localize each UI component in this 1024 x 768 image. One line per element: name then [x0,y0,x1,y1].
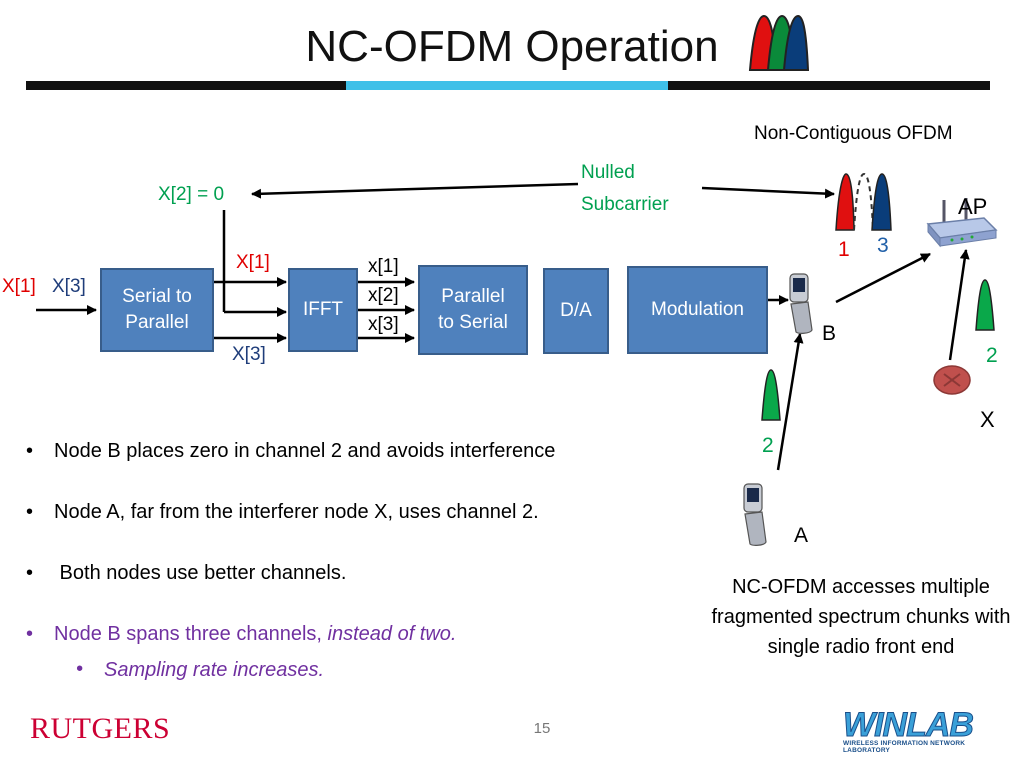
rutgers-logo: RUTGERS [30,712,171,745]
winlab-logo-word: WINLAB [843,706,975,744]
access-point-icon [926,198,998,248]
node-x-spectrum-icon [975,279,995,331]
title-divider-center [346,81,668,90]
node-a-channel-label: 2 [762,434,774,457]
sub-bullet-text: Sampling rate increases. [104,659,325,681]
bullet-text-italic: instead of two. [327,623,457,645]
node-a-label: A [794,524,809,547]
nulled-label-line1: Nulled [581,162,635,183]
ifft-out-1-label: x[1] [368,256,399,277]
spectrum-peaks-logo-icon [748,14,810,71]
node-b-spectrum-icon [835,172,892,231]
ap-label: AP [958,194,988,219]
caption-text: NC-OFDM accesses multiple fragmented spe… [711,576,1011,658]
bullet-item: •Node B spans three channels, instead of… [26,623,457,645]
winlab-logo: WINLAB WIRELESS INFORMATION NETWORK LABO… [843,706,1011,755]
da-block: D/A [543,268,609,354]
node-x-label: X [980,407,995,432]
input-x3-label: X[3] [52,276,86,297]
ifft-block: IFFT [288,268,358,352]
bullet-item: • Both nodes use better channels. [26,562,347,584]
bullet-item: •Node B places zero in channel 2 and avo… [26,440,556,462]
winlab-logo-subtitle: WIRELESS INFORMATION NETWORK LABORATORY [843,740,966,754]
sp-out-x1-label: X[1] [236,252,270,273]
bullet-text: Node B places zero in channel 2 and avoi… [54,440,556,462]
nulled-label-line2: Subcarrier [581,194,669,215]
sp-out-x3-label: X[3] [232,344,266,365]
bullet-list: • Node B places zero in channel 2 and avo… [18,440,658,684]
bullet-text: Node A, far from the interferer node X, … [54,501,539,523]
channel-3-label: 3 [877,234,889,257]
slide-title: NC-OFDM Operation [305,22,719,71]
bullet-text: Node B spans three channels, [54,623,328,645]
node-a-spectrum-icon [761,369,781,421]
node-x-channel-label: 2 [986,344,998,367]
ifft-out-3-label: x[3] [368,314,399,335]
page-number: 15 [533,720,551,737]
channel-1-label: 1 [838,238,850,261]
modulation-block: Modulation [627,266,768,354]
interferer-x-icon [933,365,971,395]
title-divider-right [668,81,990,90]
phone-b-icon [789,273,813,334]
node-b-label: B [822,322,837,345]
ifft-out-2-label: x[2] [368,285,399,306]
nc-ofdm-label: Non-Contiguous OFDM [754,123,953,144]
serial-to-parallel-block: Serial to Parallel [100,268,214,352]
parallel-to-serial-block: Parallel to Serial [418,265,528,355]
input-x1-label: X[1] [2,276,36,297]
x2-zero-label: X[2] = 0 [158,184,225,205]
sub-bullet-dot: • [76,658,84,680]
bullet-item: •Node A, far from the interferer node X,… [26,501,539,523]
title-divider-left [26,81,346,90]
phone-a-icon [743,483,767,546]
bullet-text: Both nodes use better channels. [54,562,347,584]
